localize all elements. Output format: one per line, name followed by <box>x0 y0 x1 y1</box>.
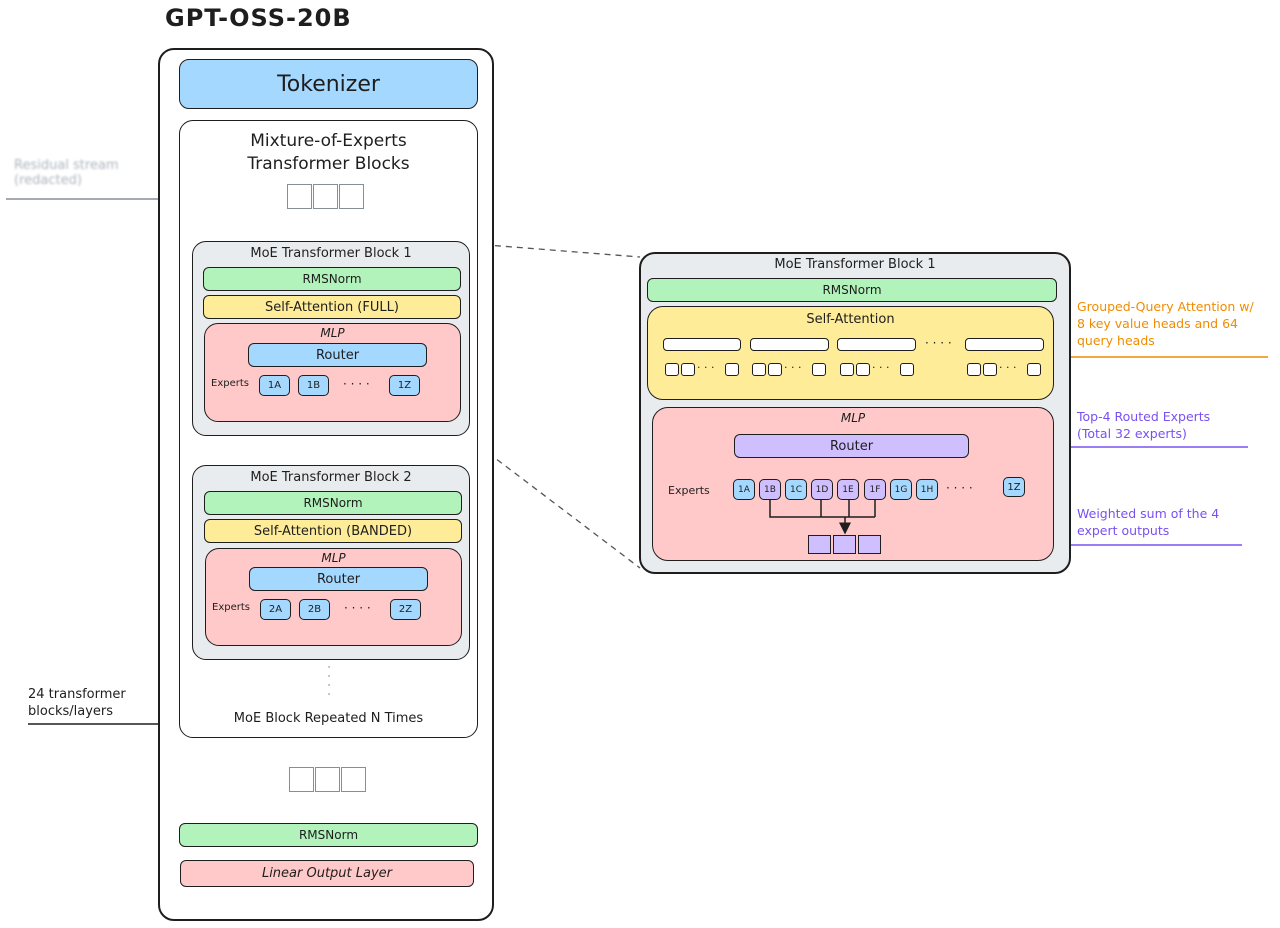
query-head <box>856 363 870 376</box>
kv-head <box>837 338 916 351</box>
block-2-experts-label: Experts <box>212 602 250 613</box>
token-square <box>287 184 312 209</box>
detail-self-attention-label: Self-Attention <box>806 312 895 327</box>
gqa-annotation: Grouped-Query Attention w/ 8 key value h… <box>1077 299 1254 348</box>
expert-1b[interactable]: 1B <box>298 375 329 396</box>
output-token-square <box>289 767 314 792</box>
weighted-annotation: Weighted sum of the 4 expert outputs <box>1077 506 1220 538</box>
block-2-router[interactable]: Router <box>249 567 428 591</box>
detail-self-attention[interactable] <box>647 306 1054 400</box>
block-1-experts-label: Experts <box>211 378 249 389</box>
query-head-ellipsis: · · · <box>697 361 715 374</box>
query-head <box>665 363 679 376</box>
block-1-rmsnorm[interactable]: RMSNorm <box>203 267 461 291</box>
block-1-self-attention[interactable]: Self-Attention (FULL) <box>203 295 461 319</box>
residual-stream-label: Residual stream (redacted) <box>14 158 119 188</box>
block-1-router[interactable]: Router <box>248 343 427 367</box>
query-head <box>812 363 826 376</box>
detail-rmsnorm[interactable]: RMSNorm <box>647 278 1057 302</box>
weighted-output-square <box>808 535 831 554</box>
expert-2a[interactable]: 2A <box>260 599 291 620</box>
block-1-title: MoE Transformer Block 1 <box>250 246 412 261</box>
query-head <box>983 363 997 376</box>
token-square <box>339 184 364 209</box>
expert-1h-detail[interactable]: 1H <box>916 479 938 500</box>
block-1-mlp[interactable] <box>204 323 461 422</box>
kv-head <box>663 338 741 351</box>
final-rmsnorm[interactable]: RMSNorm <box>179 823 478 847</box>
token-square <box>313 184 338 209</box>
tokenizer-label: Tokenizer <box>277 71 380 97</box>
query-head <box>752 363 766 376</box>
expert-ellipsis: · · · · <box>344 601 371 615</box>
moe-repeat-label: MoE Block Repeated N Times <box>233 711 424 726</box>
block-2-mlp-label: MLP <box>321 551 346 565</box>
moe-container-title: Mixture-of-Experts Transformer Blocks <box>247 131 410 174</box>
linear-output-layer[interactable]: Linear Output Layer <box>180 860 474 887</box>
block-2-self-attention[interactable]: Self-Attention (BANDED) <box>204 519 462 543</box>
expert-1e-detail[interactable]: 1E <box>837 479 859 500</box>
query-head-ellipsis: · · · <box>999 361 1017 374</box>
block-2-title: MoE Transformer Block 2 <box>250 470 412 485</box>
routed-annotation: Top-4 Routed Experts (Total 32 experts) <box>1077 409 1211 441</box>
layers-label: 24 transformer blocks/layers <box>28 687 126 719</box>
output-token-square <box>341 767 366 792</box>
query-head <box>725 363 739 376</box>
query-head <box>967 363 981 376</box>
detail-router[interactable]: Router <box>734 434 969 458</box>
block-2-rmsnorm[interactable]: RMSNorm <box>204 491 462 515</box>
expert-1d-detail[interactable]: 1D <box>811 479 833 500</box>
detail-expert-ellipsis: · · · · <box>946 481 973 495</box>
query-head <box>768 363 782 376</box>
weighted-output-square <box>833 535 856 554</box>
expert-1g-detail[interactable]: 1G <box>890 479 912 500</box>
tokenizer-box[interactable]: Tokenizer <box>179 59 478 109</box>
detail-block-title: MoE Transformer Block 1 <box>774 257 936 272</box>
output-token-square <box>315 767 340 792</box>
kv-head <box>750 338 829 351</box>
expert-2z[interactable]: 2Z <box>390 599 421 620</box>
expert-1a-detail[interactable]: 1A <box>733 479 755 500</box>
kv-head <box>965 338 1044 351</box>
head-ellipsis: · · · · <box>925 336 952 350</box>
expert-1f-detail[interactable]: 1F <box>864 479 886 500</box>
block-2-mlp[interactable] <box>205 548 462 646</box>
weighted-output-square <box>858 535 881 554</box>
zoom-dash-top <box>461 242 641 258</box>
expert-ellipsis: · · · · <box>343 377 370 391</box>
expert-1z-detail[interactable]: 1Z <box>1003 477 1025 497</box>
block-1-mlp-label: MLP <box>320 326 345 340</box>
detail-experts-label: Experts <box>668 484 710 497</box>
query-head-ellipsis: · · · <box>872 361 890 374</box>
query-head <box>840 363 854 376</box>
query-head <box>1027 363 1041 376</box>
expert-1b-detail[interactable]: 1B <box>759 479 781 500</box>
diagram-title: GPT-OSS-20B <box>165 4 352 32</box>
vertical-ellipsis: ···· <box>327 663 331 700</box>
expert-2b[interactable]: 2B <box>299 599 330 620</box>
expert-1z[interactable]: 1Z <box>389 375 420 396</box>
expert-1c-detail[interactable]: 1C <box>785 479 807 500</box>
expert-1a[interactable]: 1A <box>259 375 290 396</box>
query-head <box>900 363 914 376</box>
query-head-ellipsis: · · · <box>784 361 802 374</box>
detail-mlp-label: MLP <box>840 411 866 425</box>
query-head <box>681 363 695 376</box>
